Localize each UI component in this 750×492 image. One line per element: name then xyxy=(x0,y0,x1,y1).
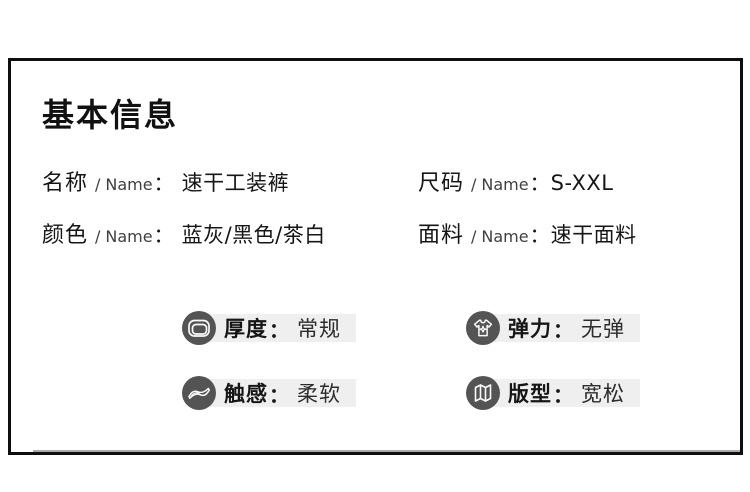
folded-map-icon xyxy=(466,376,500,410)
field-color: 颜色 / Name ： 蓝灰/黑色/茶白 xyxy=(42,217,326,249)
section-title: 基本信息 xyxy=(42,96,179,134)
colon: ： xyxy=(269,317,289,342)
slash-separator: / xyxy=(95,175,101,194)
field-size: 尺码 / Name ： S-XXL xyxy=(418,165,613,197)
badge-pill: 触感 ： 柔软 xyxy=(199,379,356,407)
basic-info-card: 基本信息 名称 / Name ： 速干工装裤 尺码 / Name ： S-XXL… xyxy=(8,58,743,455)
field-label-en: Name xyxy=(481,175,529,194)
field-label-zh: 尺码 xyxy=(418,171,465,196)
badge-thickness: 厚度 ： 常规 xyxy=(182,311,356,345)
bottom-divider xyxy=(33,450,740,452)
badge-label: 弹力 xyxy=(508,317,552,341)
badge-value: 宽松 xyxy=(581,382,625,406)
colon: ： xyxy=(269,382,289,407)
badge-fit: 版型 ： 宽松 xyxy=(466,376,640,410)
colon: ： xyxy=(529,223,550,247)
field-label-en: Name xyxy=(105,227,153,246)
field-label-en: Name xyxy=(105,175,153,194)
badge-pill: 版型 ： 宽松 xyxy=(483,379,640,407)
badge-value: 柔软 xyxy=(297,382,341,406)
slash-separator: / xyxy=(95,227,101,246)
field-value: 蓝灰/黑色/茶白 xyxy=(181,223,326,247)
badge-label: 触感 xyxy=(224,382,268,406)
tshirt-sparkle-icon xyxy=(466,311,500,345)
badge-label: 版型 xyxy=(508,382,552,406)
fabric-swatch-icon xyxy=(182,311,216,345)
badge-touch: 触感 ： 柔软 xyxy=(182,376,356,410)
badge-pill: 弹力 ： 无弹 xyxy=(483,314,640,342)
colon: ： xyxy=(553,317,573,342)
slash-separator: / xyxy=(471,175,477,194)
field-product-name: 名称 / Name ： 速干工装裤 xyxy=(42,165,289,197)
soft-fabric-icon xyxy=(182,376,216,410)
colon: ： xyxy=(553,382,573,407)
slash-separator: / xyxy=(471,227,477,246)
field-value: 速干面料 xyxy=(550,223,637,247)
field-value: S-XXL xyxy=(550,171,614,195)
field-label-zh: 颜色 xyxy=(42,223,89,248)
badge-label: 厚度 xyxy=(224,317,268,341)
colon: ： xyxy=(153,171,174,195)
field-label-en: Name xyxy=(481,227,529,246)
badge-elasticity: 弹力 ： 无弹 xyxy=(466,311,640,345)
badge-pill: 厚度 ： 常规 xyxy=(199,314,356,342)
field-label-zh: 面料 xyxy=(418,223,465,248)
field-fabric: 面料 / Name ： 速干面料 xyxy=(418,217,637,249)
badge-value: 常规 xyxy=(297,317,341,341)
colon: ： xyxy=(529,171,550,195)
field-label-zh: 名称 xyxy=(42,171,89,196)
badge-value: 无弹 xyxy=(581,317,625,341)
field-value: 速干工装裤 xyxy=(181,171,290,195)
colon: ： xyxy=(153,223,174,247)
